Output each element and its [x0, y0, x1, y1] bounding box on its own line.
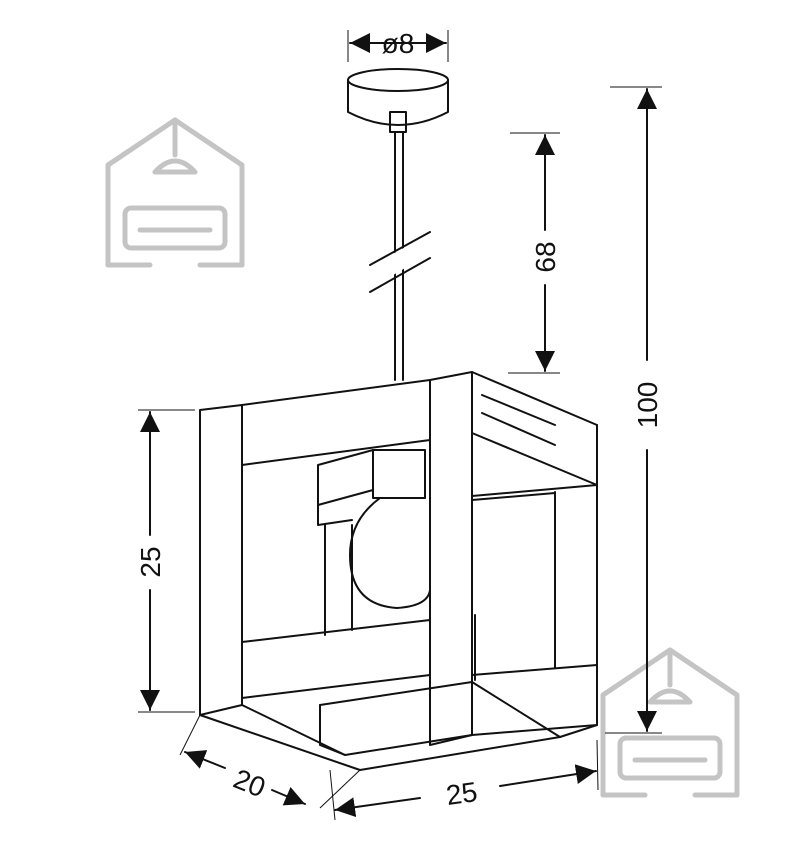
watermark-top-left-icon: [105, 117, 245, 268]
dimension-shade-height: [138, 409, 195, 713]
label-rod-length: 68: [530, 241, 561, 272]
label-shade-height: 25: [135, 546, 166, 577]
dimension-rod-length: [508, 132, 560, 374]
suspension-rod: [369, 131, 431, 381]
dimension-total-height: [605, 86, 662, 734]
light-bulb: [317, 449, 431, 609]
dimension-canopy-diameter: [347, 30, 449, 62]
dimension-shade-depth: [179, 714, 361, 809]
lamp-shade-frame: [199, 371, 598, 771]
label-shade-depth: 20: [229, 763, 270, 803]
label-canopy-diameter: ø8: [382, 28, 415, 59]
watermark-bottom-right-icon: [600, 647, 740, 798]
label-shade-width: 25: [444, 776, 479, 811]
label-total-height: 100: [632, 382, 663, 429]
canopy: [347, 68, 449, 133]
dimension-shade-width: [329, 739, 599, 821]
